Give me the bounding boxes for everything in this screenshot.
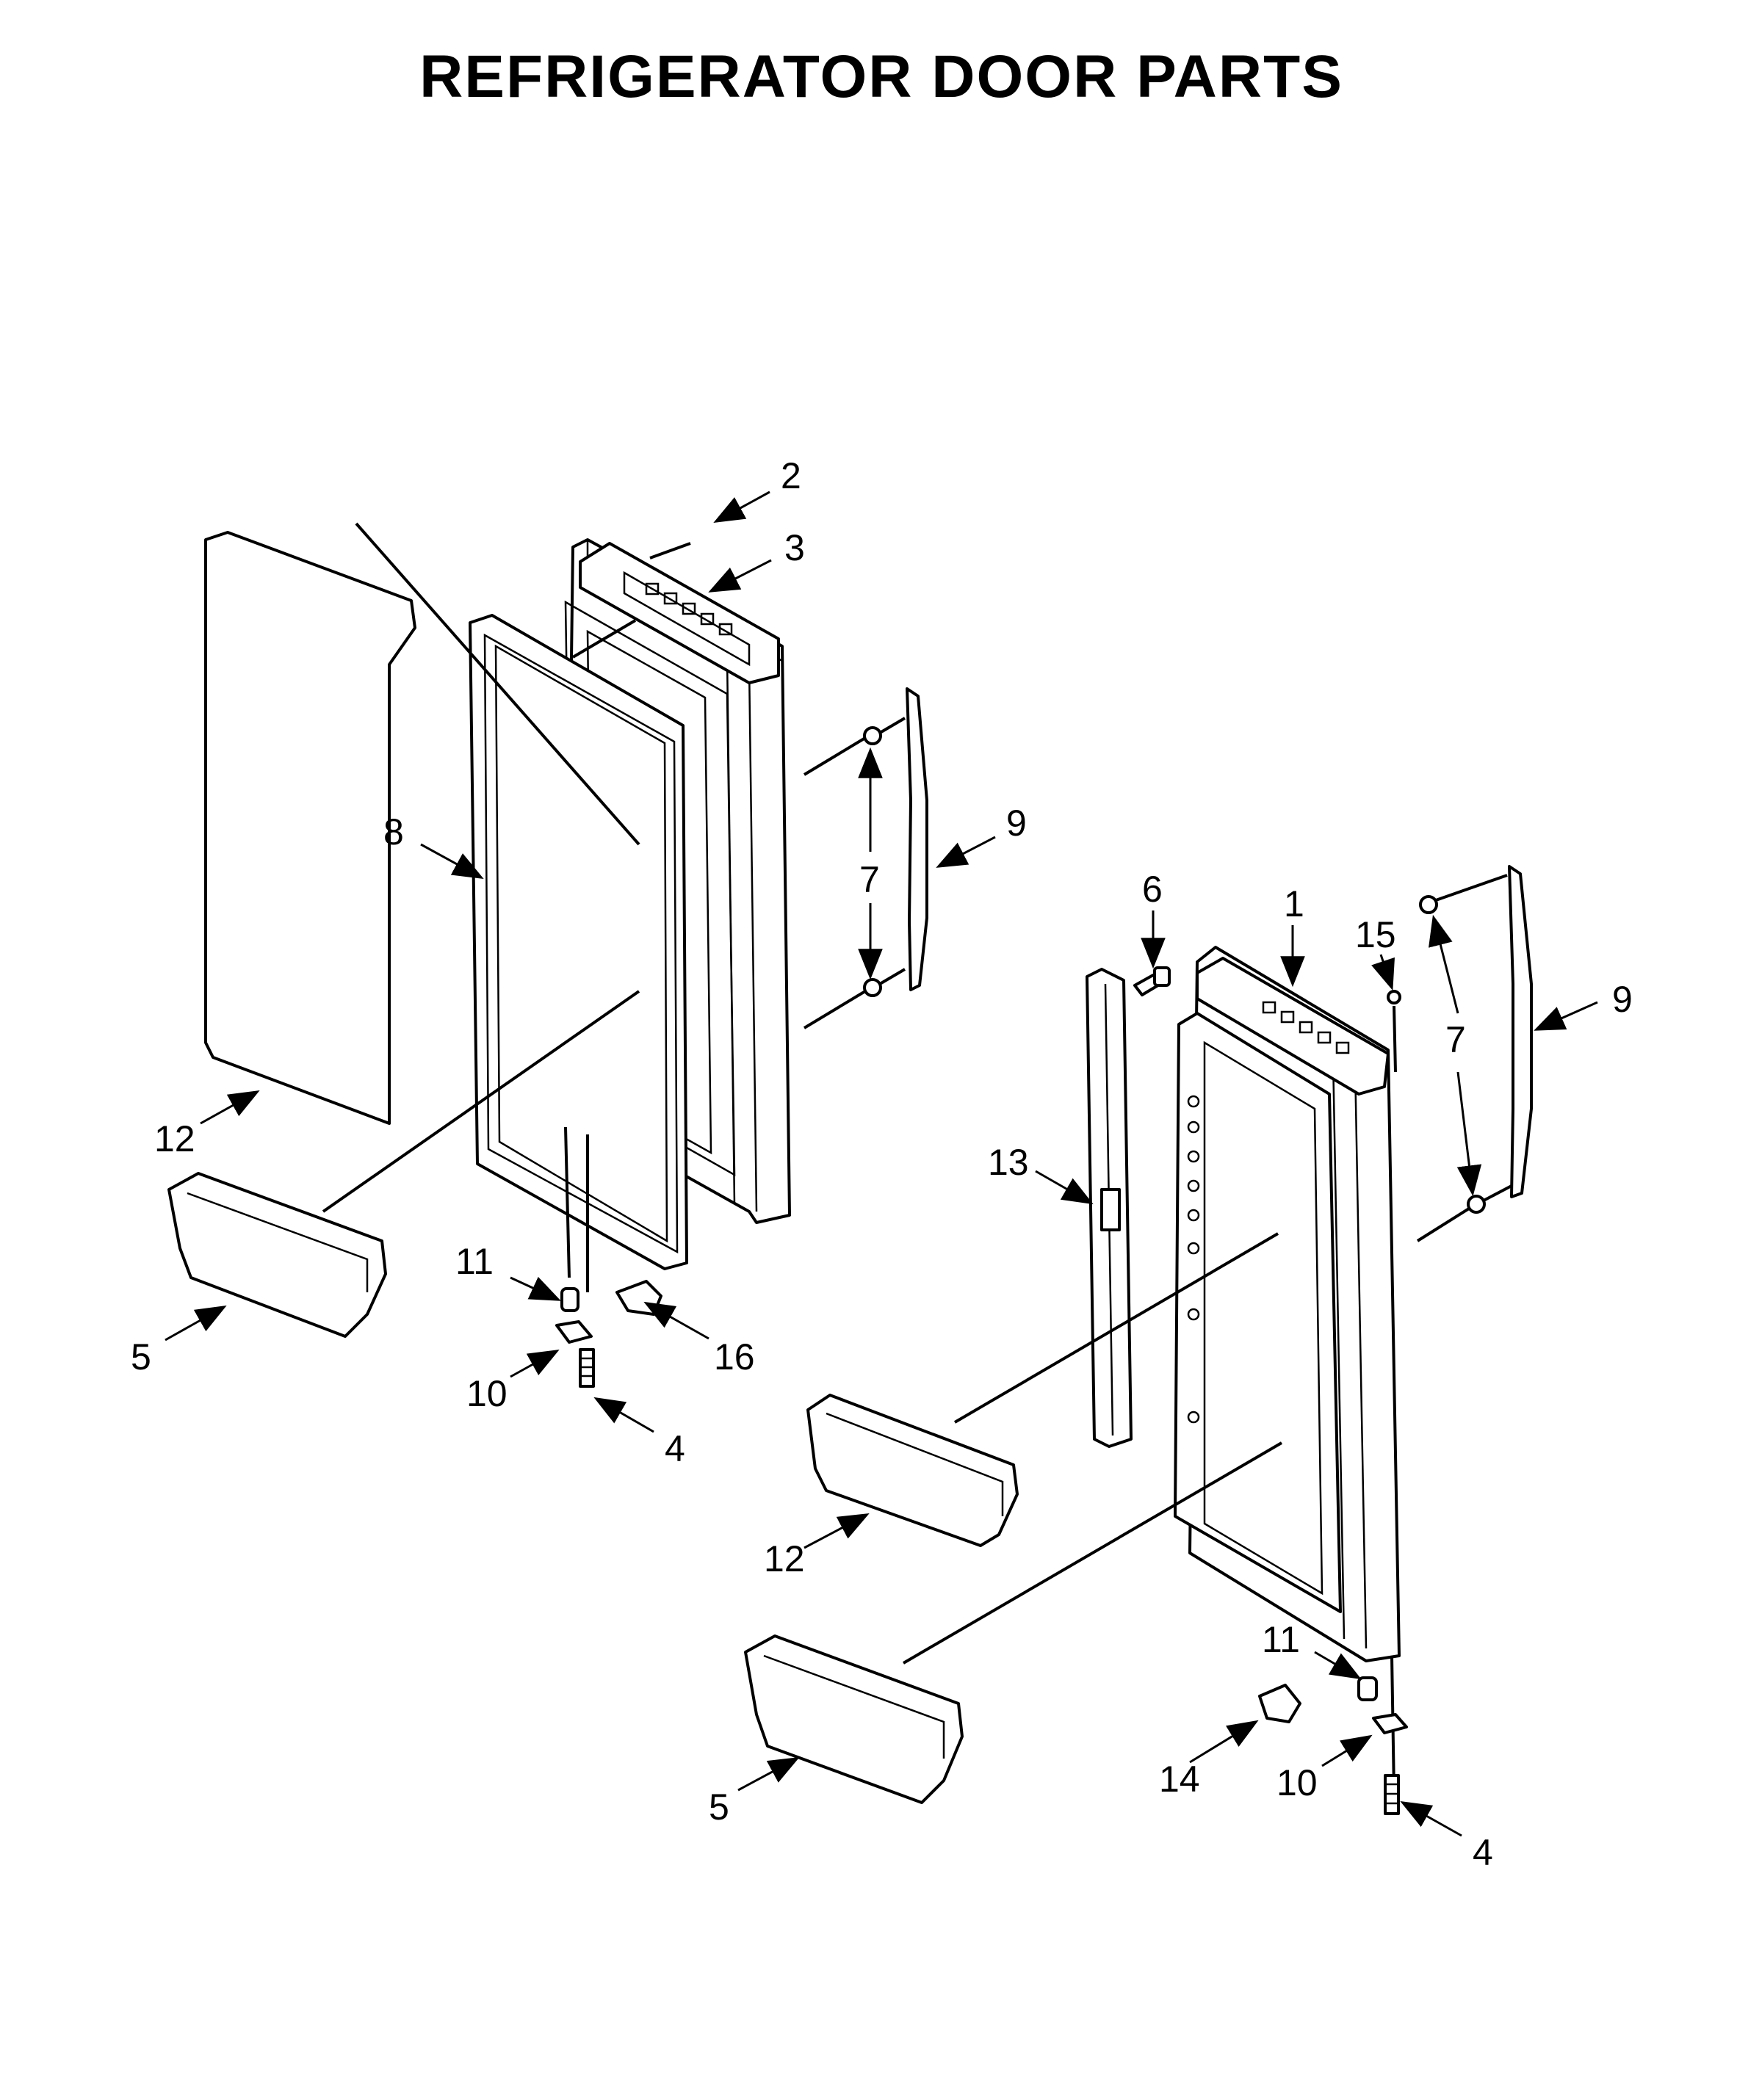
mullion-latch bbox=[1100, 1188, 1121, 1231]
callout-7-right: 7 bbox=[1445, 1019, 1466, 1060]
callout-16: 16 bbox=[714, 1336, 755, 1377]
right-door-assembly bbox=[744, 865, 1533, 1815]
callout-9-right: 9 bbox=[1612, 979, 1633, 1020]
right-cap-buttons bbox=[1262, 1001, 1350, 1054]
right-handle-stud-top bbox=[1419, 895, 1438, 914]
callout-3: 3 bbox=[784, 527, 805, 568]
callout-4-left: 4 bbox=[665, 1428, 685, 1469]
right-door-top-cap bbox=[1196, 957, 1390, 1096]
right-hinge-pin bbox=[1387, 990, 1401, 1004]
callout-12-right: 12 bbox=[764, 1538, 805, 1579]
callout-10-right: 10 bbox=[1276, 1762, 1318, 1803]
right-door-bin-upper bbox=[806, 1394, 1019, 1547]
callout-11-left: 11 bbox=[455, 1241, 494, 1282]
left-hinge-bushing bbox=[560, 1287, 579, 1312]
callout-14: 14 bbox=[1159, 1759, 1200, 1800]
left-door-closer-cam bbox=[615, 1280, 662, 1316]
callout-4-right: 4 bbox=[1473, 1832, 1493, 1873]
right-door-bin-lower bbox=[744, 1634, 964, 1804]
callout-13: 13 bbox=[988, 1142, 1029, 1183]
callout-5-left: 5 bbox=[131, 1336, 151, 1377]
callout-arrows bbox=[165, 490, 1598, 1837]
callout-1: 1 bbox=[1284, 883, 1304, 924]
left-handle-stud-bottom bbox=[863, 978, 882, 997]
right-door-liner bbox=[1174, 1012, 1342, 1613]
left-hinge-screw bbox=[579, 1348, 595, 1388]
callout-9-left: 9 bbox=[1006, 803, 1027, 844]
right-hinge-washer bbox=[1372, 1713, 1408, 1734]
left-door-handle bbox=[906, 687, 928, 991]
callout-11-right: 11 bbox=[1262, 1619, 1300, 1660]
callout-10-left: 10 bbox=[466, 1373, 508, 1414]
callout-7-left: 7 bbox=[859, 859, 880, 900]
callout-12-left: 12 bbox=[154, 1118, 195, 1159]
mullion-screw bbox=[1133, 966, 1171, 996]
right-hinge-bushing bbox=[1357, 1676, 1378, 1701]
page-title: REFRIGERATOR DOOR PARTS bbox=[419, 43, 1343, 110]
left-door-bin-upper bbox=[204, 531, 416, 1125]
left-door-top-cap bbox=[579, 542, 780, 684]
right-door-closer-cam bbox=[1258, 1684, 1301, 1723]
left-cap-buttons bbox=[645, 582, 733, 636]
left-hinge-washer bbox=[555, 1320, 593, 1344]
left-door-assembly bbox=[167, 531, 928, 1388]
callout-15: 15 bbox=[1355, 914, 1396, 955]
left-door-gasket bbox=[469, 614, 688, 1270]
right-handle-stud-bottom bbox=[1467, 1195, 1486, 1214]
right-door-handle bbox=[1508, 865, 1533, 1198]
right-hinge-screw bbox=[1384, 1774, 1400, 1815]
callout-labels: 2 3 8 9 7 12 5 11 16 10 4 6 1 15 9 7 13 … bbox=[131, 455, 1633, 1873]
assembly-leader-lines bbox=[322, 522, 1283, 1665]
callout-8: 8 bbox=[383, 811, 404, 852]
callout-2: 2 bbox=[781, 455, 801, 496]
callout-6: 6 bbox=[1142, 869, 1163, 910]
callout-5-right: 5 bbox=[709, 1786, 729, 1828]
left-door-bin-lower bbox=[167, 1172, 387, 1338]
left-handle-stud-top bbox=[863, 726, 882, 745]
right-liner-dimples bbox=[1187, 1095, 1200, 1424]
